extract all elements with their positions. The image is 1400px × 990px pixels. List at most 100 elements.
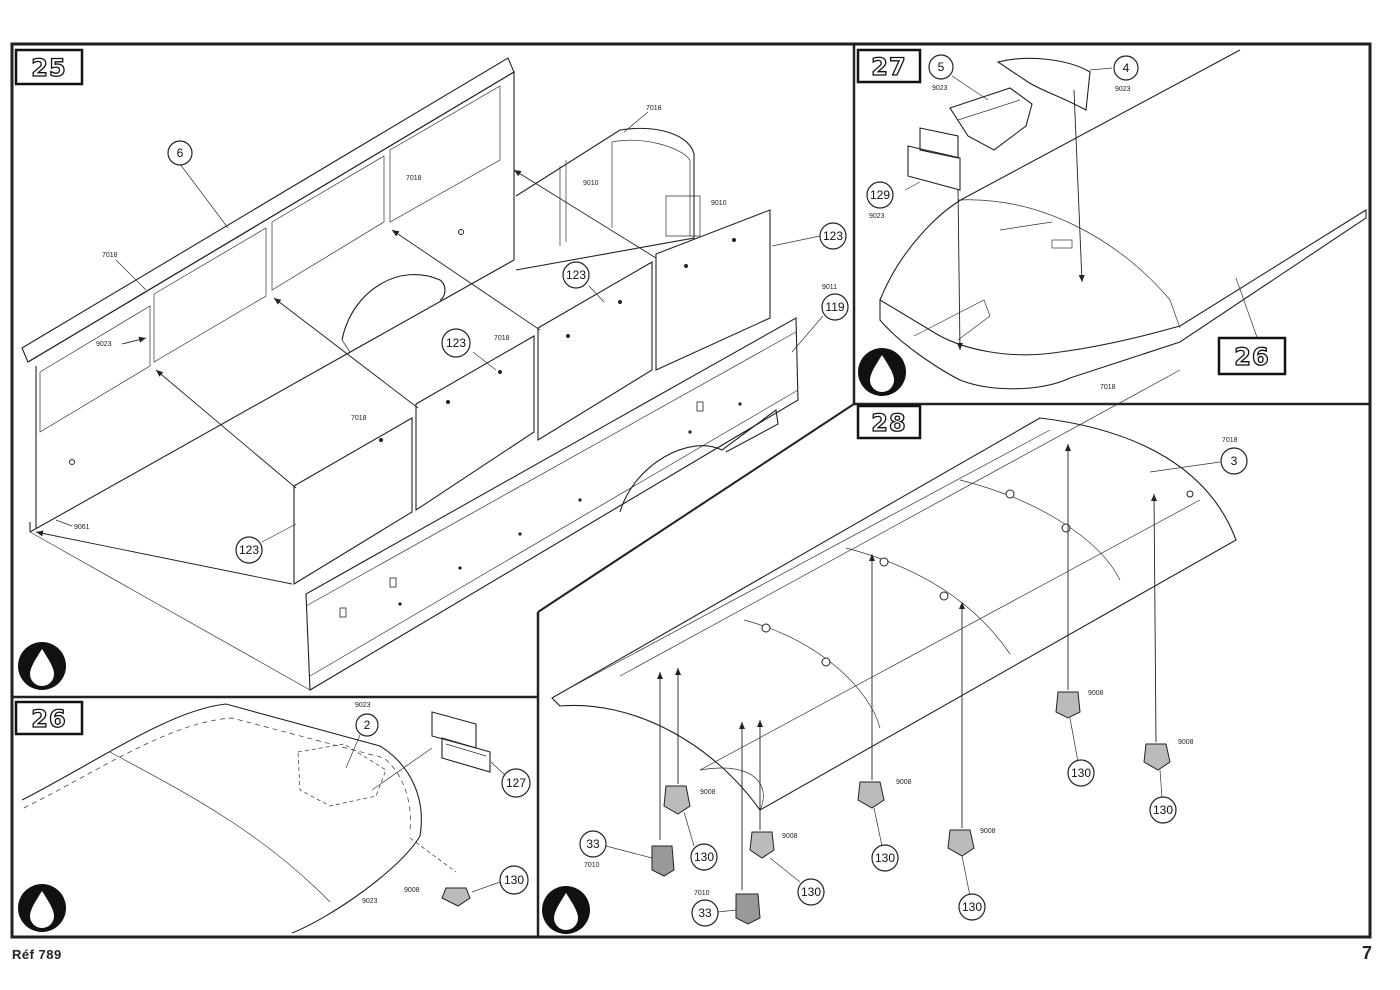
svg-text:7018: 7018	[494, 335, 510, 342]
roof-panel-3	[551, 369, 1237, 811]
svg-text:9011: 9011	[822, 284, 837, 291]
svg-text:9008: 9008	[404, 887, 420, 894]
step-28-arrows	[657, 444, 1158, 890]
svg-text:9023: 9023	[362, 898, 378, 905]
svg-text:33: 33	[698, 906, 712, 920]
svg-text:7018: 7018	[1100, 384, 1116, 391]
step-27-label: 27	[856, 48, 922, 84]
front-bulkhead	[515, 127, 701, 271]
paint-drop-icon	[18, 884, 66, 932]
svg-text:7018: 7018	[102, 252, 118, 259]
svg-text:123: 123	[239, 543, 259, 557]
svg-text:119: 119	[825, 300, 844, 314]
side-wall-6	[21, 57, 515, 533]
horn-130-c: 9008 130	[857, 779, 912, 872]
svg-text:9023: 9023	[869, 213, 885, 220]
svg-text:9008: 9008	[1178, 739, 1194, 746]
svg-text:26: 26	[31, 705, 66, 733]
svg-text:123: 123	[823, 229, 843, 243]
svg-text:127: 127	[506, 776, 526, 790]
svg-text:9008: 9008	[1088, 690, 1104, 697]
svg-text:6: 6	[177, 146, 184, 160]
svg-text:3: 3	[1231, 454, 1238, 468]
step-27-panel: 27 4 9023 5 9023	[856, 48, 1367, 396]
svg-text:129: 129	[870, 188, 890, 202]
svg-text:9008: 9008	[980, 828, 996, 835]
part-2-callout: 2 9023	[345, 702, 379, 769]
part-123-callout-b: 123	[441, 328, 497, 371]
svg-text:130: 130	[1071, 766, 1091, 780]
step-25-paint-codes: 7018 7018 7018 7018 7018 9010 9010 9023 …	[55, 105, 837, 531]
svg-text:5: 5	[938, 60, 945, 74]
lamp-33-a: 33 7010	[579, 830, 675, 877]
svg-text:26: 26	[1234, 343, 1269, 371]
ref-box-26: 26	[1217, 277, 1287, 376]
roof-front-section	[879, 49, 1367, 390]
svg-text:7010: 7010	[694, 890, 710, 897]
svg-text:130: 130	[962, 900, 982, 914]
paint-drop-icon	[18, 642, 66, 690]
part-123-callout-a: 123	[562, 261, 605, 303]
svg-text:7018: 7018	[646, 105, 662, 112]
horn-130-f: 9008 130	[1143, 739, 1194, 824]
reference-number: Réf 789	[12, 947, 62, 962]
horn-part-130: 130 9008	[404, 865, 529, 907]
paint-drop-icon	[858, 348, 906, 396]
horn-130-b: 9008 130	[749, 831, 825, 906]
step-25-label: 25	[14, 48, 84, 86]
svg-text:9023: 9023	[96, 341, 112, 348]
svg-text:9023: 9023	[932, 85, 948, 92]
part-6-callout: 6	[167, 140, 193, 166]
step-25-arrows	[35, 163, 657, 585]
svg-text:7018: 7018	[1222, 437, 1238, 444]
part-123-callout-d: 123	[771, 222, 847, 250]
step-28-label: 28	[856, 404, 922, 440]
visor-part-4: 4 9023	[996, 55, 1139, 283]
side-panel-119	[305, 317, 799, 691]
svg-text:7018: 7018	[351, 415, 367, 422]
svg-text:7010: 7010	[584, 862, 600, 869]
frame	[10, 42, 1372, 939]
lamp-part-129: 129 9023	[866, 127, 963, 351]
svg-text:2: 2	[364, 718, 371, 732]
svg-text:130: 130	[504, 873, 524, 887]
part-123-callout-c: 123	[235, 523, 297, 564]
svg-text:33: 33	[586, 837, 600, 851]
part-3-callout: 3 7018	[1149, 437, 1248, 475]
svg-text:130: 130	[801, 885, 821, 899]
svg-text:123: 123	[446, 336, 466, 350]
step-25-panel: 25	[14, 48, 849, 691]
svg-text:130: 130	[1153, 803, 1173, 817]
horn-130-d: 9008 130	[947, 828, 996, 921]
step-26-label: 26	[14, 700, 84, 736]
vent-part-127: 127	[431, 711, 531, 798]
svg-text:9023: 9023	[1115, 86, 1131, 93]
svg-text:7018: 7018	[406, 175, 422, 182]
horn-130-e: 9008 130	[1055, 690, 1104, 787]
svg-text:9008: 9008	[700, 789, 716, 796]
svg-text:28: 28	[871, 409, 906, 437]
svg-text:9008: 9008	[896, 779, 912, 786]
svg-text:27: 27	[871, 53, 906, 81]
paint-drop-icon	[542, 886, 590, 934]
svg-text:25: 25	[31, 54, 66, 82]
step-26-panel: 26 2 9023 127 130	[14, 700, 531, 934]
roof-rear-section	[21, 703, 457, 934]
canopy-part-5: 5 9023	[928, 54, 1033, 151]
seat-panels-123	[293, 209, 771, 585]
svg-text:9010: 9010	[711, 200, 727, 207]
page-number: 7	[1361, 943, 1372, 963]
svg-text:9023: 9023	[355, 702, 371, 709]
svg-text:9008: 9008	[782, 833, 798, 840]
svg-text:123: 123	[566, 268, 586, 282]
svg-text:130: 130	[875, 851, 895, 865]
horn-130-a: 9008 130	[663, 785, 718, 871]
svg-text:9061: 9061	[74, 524, 90, 531]
lamp-33-b: 33 7010	[691, 890, 761, 927]
step-28-panel: 28	[542, 369, 1248, 934]
svg-text:9010: 9010	[583, 180, 599, 187]
svg-text:130: 130	[694, 850, 714, 864]
part-119-callout: 119	[791, 293, 849, 353]
svg-text:4: 4	[1123, 61, 1130, 75]
